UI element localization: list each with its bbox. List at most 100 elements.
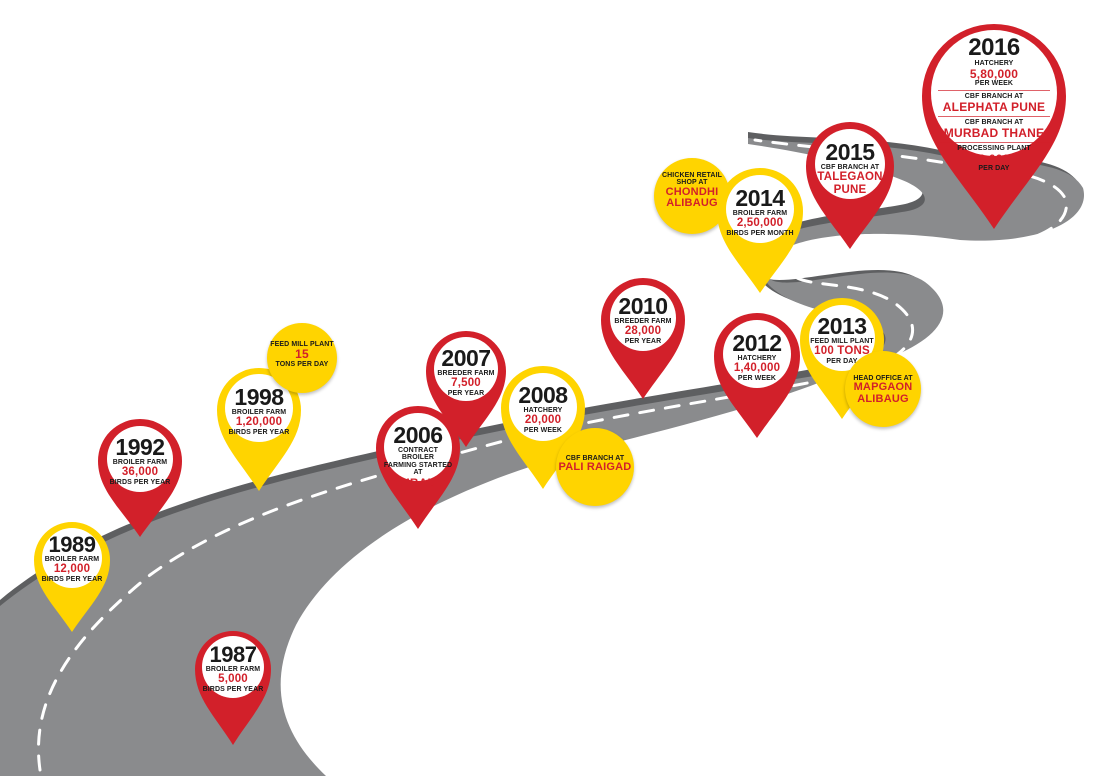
desc-2012: HATCHERY [737,355,777,363]
divider-2016-2 [938,116,1050,118]
badge-chicken-retail: CHICKEN RETAIL SHOP AT CHONDHI ALIBAUG [654,158,730,234]
unit-2013: PER DAY [826,357,858,365]
year-1987: 1987 [209,642,257,667]
label-feedmill-15: FEED MILL PLANT 15 TONS PER DAY [267,341,337,368]
value-2015-2: PUNE [833,183,867,196]
label-2014: 2014 BROILER FARM 2,50,000 BIRDS PER MON… [724,186,796,237]
badge-cbf-pali: CBF BRANCH AT PALI RAIGAD [556,428,634,506]
year-2014: 2014 [735,185,785,211]
unit-1989: BIRDS PER YEAR [41,575,103,583]
label-cbf-pali: CBF BRANCH AT PALI RAIGAD [556,455,634,474]
year-2006: 2006 [393,422,443,448]
plant-label-2016: PROCESSING PLANT [957,145,1031,153]
value-cbf-pali: PALI RAIGAD [558,461,632,474]
pin-shape-red [195,631,271,745]
desc-retail-b: SHOP AT [676,179,708,187]
year-1989: 1989 [48,532,96,557]
badge-head-office: HEAD OFFICE AT MAPGAON ALIBAUG [845,351,921,427]
label-head-office: HEAD OFFICE AT MAPGAON ALIBAUG [845,375,921,405]
year-2012: 2012 [732,330,782,356]
year-2016: 2016 [968,34,1020,61]
unit-2012: PER WEEK [737,374,777,382]
row-2016-hatchery: HATCHERY 5,80,000 PER WEEK [934,60,1054,87]
label-2015: 2015 CBF BRANCH AT TALEGAON PUNE [814,140,886,196]
label-2013: 2013 FEED MILL PLANT 100 TONS PER DAY [808,314,876,365]
desc-2008: HATCHERY [523,407,563,415]
label-1992: 1992 BROILER FARM 36,000 BIRDS PER YEAR [106,435,174,486]
pin-shape-yellow [717,168,803,293]
desc-2013: FEED MILL PLANT [810,338,874,346]
desc-retail-a: CHICKEN RETAIL [662,172,722,179]
desc-2007: BREEDER FARM [437,370,495,378]
branch1-value-2016: ALEPHATA PUNE [942,99,1046,114]
desc-feedmill-15: FEED MILL PLANT [270,341,334,348]
value-retail-2: ALIBAUG [666,197,718,210]
value-1989: 12,000 [53,563,91,576]
label-2007: 2007 BREEDER FARM 7,500 PER YEAR [434,346,498,397]
value-retail-1: CHONDHI [665,185,719,198]
value-1998: 1,20,000 [235,416,283,429]
pin-shape-red [714,313,800,438]
hatchery-label-2016: HATCHERY [974,60,1014,68]
pin-shape-red-large [922,24,1066,229]
pin-shape-yellow [217,368,301,491]
unit-2010: PER YEAR [624,337,662,345]
unit-1998: BIRDS PER YEAR [228,428,290,436]
value-2012: 1,40,000 [733,362,781,375]
value-2006: ALIBAUG [389,475,447,490]
value-feedmill-15: 15 [295,347,309,362]
desc-head-office: HEAD OFFICE AT [853,375,913,382]
year-2013: 2013 [817,313,867,339]
value-head-office-2: ALIBAUG [857,392,909,405]
pin-shape-red [98,419,182,537]
year-2015: 2015 [825,139,875,165]
desc-1998: BROILER FARM [231,409,287,417]
year-2010: 2010 [618,293,668,319]
label-2008: 2008 HATCHERY 20,000 PER WEEK [509,383,577,434]
value-2015-1: TALEGAON [817,171,883,184]
branch2-value-2016: MURBAD THANE [943,125,1045,140]
hatchery-value-2016: 5,80,000 [969,66,1019,81]
pin-shape-red [601,278,685,399]
value-1987: 5,000 [218,673,248,686]
label-2016: 2016 HATCHERY 5,80,000 PER WEEK CBF BRAN… [934,35,1054,173]
year-1992: 1992 [115,434,165,460]
desc-2010: BREEDER FARM [614,318,672,326]
desc-2014: BROILER FARM [732,210,788,218]
label-1989: 1989 BROILER FARM 12,000 BIRDS PER YEAR [40,533,104,583]
unit-feedmill-15: TONS PER DAY [275,360,329,368]
year-2008: 2008 [518,382,568,408]
value-1992: 36,000 [121,466,159,479]
desc-2006-b: FARMING STARTED AT [383,461,453,477]
branch1-label-2016: CBF BRANCH AT [964,93,1024,101]
unit-2014: BIRDS PER MONTH [726,229,794,237]
desc-1989: BROILER FARM [44,556,100,564]
label-chicken-retail: CHICKEN RETAIL SHOP AT CHONDHI ALIBAUG [654,172,730,210]
desc-2015: CBF BRANCH AT [820,164,880,172]
desc-1992: BROILER FARM [112,459,168,467]
badge-feedmill-15: FEED MILL PLANT 15 TONS PER DAY [267,323,337,393]
year-1998: 1998 [234,384,284,410]
value-2014: 2,50,000 [736,217,784,230]
value-2008: 20,000 [524,414,562,427]
branch2-label-2016: CBF BRANCH AT [964,119,1024,127]
desc-cbf-pali: CBF BRANCH AT [565,455,625,462]
desc-1987: BROILER FARM [205,666,261,674]
label-2012: 2012 HATCHERY 1,40,000 PER WEEK [723,331,791,382]
divider-2016-1 [938,90,1050,92]
hatchery-unit-2016: PER WEEK [974,80,1014,88]
unit-1987: BIRDS PER YEAR [202,685,264,693]
label-2006: 2006 CONTRACT BROILER FARMING STARTED AT… [382,423,454,489]
year-2007: 2007 [441,345,491,371]
plant-unit-2016: PER DAY [978,165,1010,173]
unit-2007: PER YEAR [447,389,485,397]
label-2010: 2010 BREEDER FARM 28,000 PER YEAR [611,294,675,345]
pin-shape-red [806,122,894,249]
desc-2006-a: CONTRACT BROILER [397,447,439,462]
divider-2016-3 [938,142,1050,144]
plant-value-2016: 2,000 [978,151,1010,166]
road-lane-marking [37,138,1068,772]
label-1998: 1998 BROILER FARM 1,20,000 BIRDS PER YEA… [223,385,295,436]
unit-1992: BIRDS PER YEAR [109,478,171,486]
